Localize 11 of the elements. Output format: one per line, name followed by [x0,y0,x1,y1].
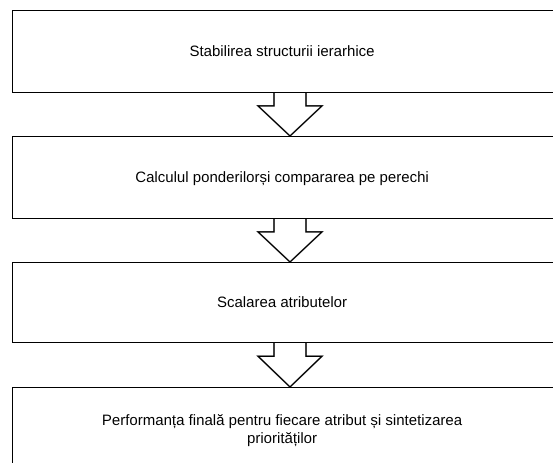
process-box [12,10,553,93]
process-box [12,262,553,343]
block-arrow [256,218,324,264]
box-label: Performanța finală pentru fiecare atribut și sintetizarea priorităților [100,412,464,448]
block-arrow [256,92,324,138]
box-label: Stabilirea structurii ierarhice [188,42,376,60]
box-label: Scalarea atributelor [216,294,348,312]
process-box [12,136,553,219]
block-arrow [256,342,324,388]
box-label: Calculul ponderilorși compararea pe perechi [134,168,430,186]
process-box [12,387,553,463]
